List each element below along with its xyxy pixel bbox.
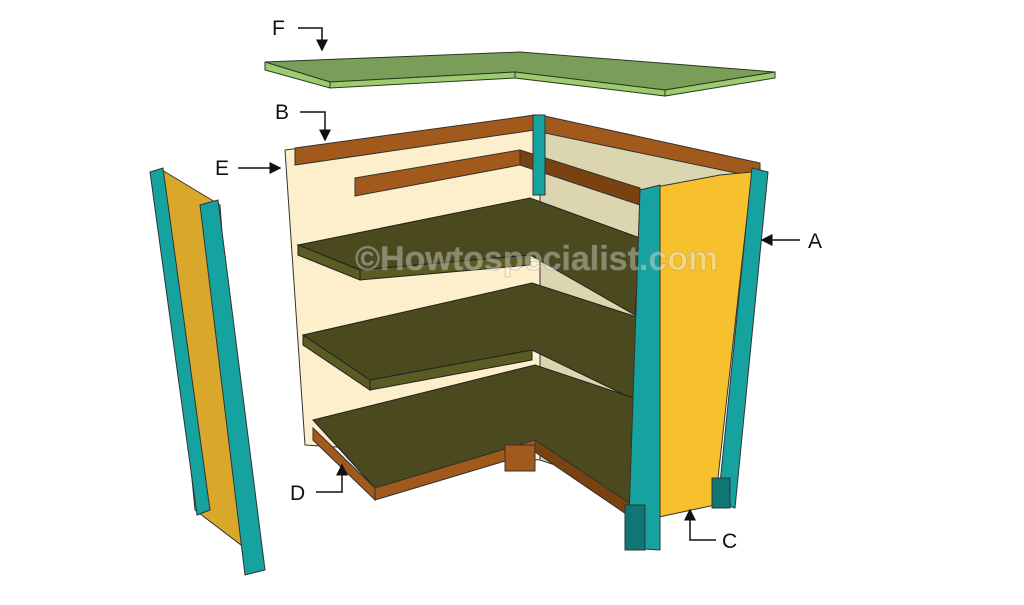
svg-text:B: B (275, 101, 289, 124)
svg-text:A: A (808, 230, 822, 253)
label-a: A (760, 230, 822, 253)
left-side-panel (149, 167, 266, 576)
corner-post (532, 114, 546, 196)
label-c: C (684, 508, 737, 553)
svg-text:F: F (272, 17, 285, 40)
label-f: F (272, 17, 328, 52)
watermark: ©Howtospecialist.com (355, 240, 718, 278)
svg-text:E: E (215, 157, 229, 180)
svg-text:C: C (722, 530, 737, 553)
top-rail (294, 114, 761, 206)
right-side-panel (627, 167, 769, 551)
countertop (264, 51, 776, 97)
svg-text:D: D (290, 482, 305, 505)
shelf-top (296, 197, 641, 316)
legs (624, 477, 731, 551)
label-d: D (290, 463, 348, 505)
label-b: B (275, 101, 331, 142)
label-e: E (215, 157, 282, 180)
